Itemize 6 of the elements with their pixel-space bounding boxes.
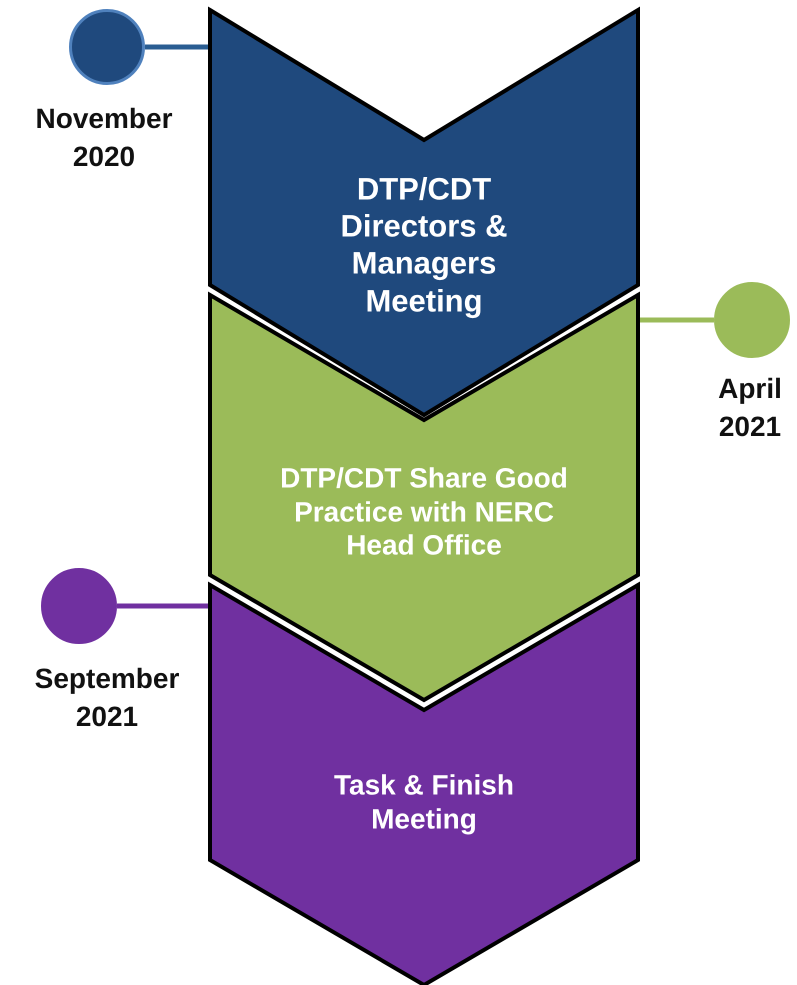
connector-line bbox=[145, 44, 210, 50]
connector-line bbox=[117, 604, 210, 608]
date-label: November 2020 bbox=[34, 102, 174, 174]
date-label: September 2021 bbox=[34, 662, 180, 734]
connector-line bbox=[638, 318, 714, 322]
date-label: April 2021 bbox=[717, 372, 783, 444]
